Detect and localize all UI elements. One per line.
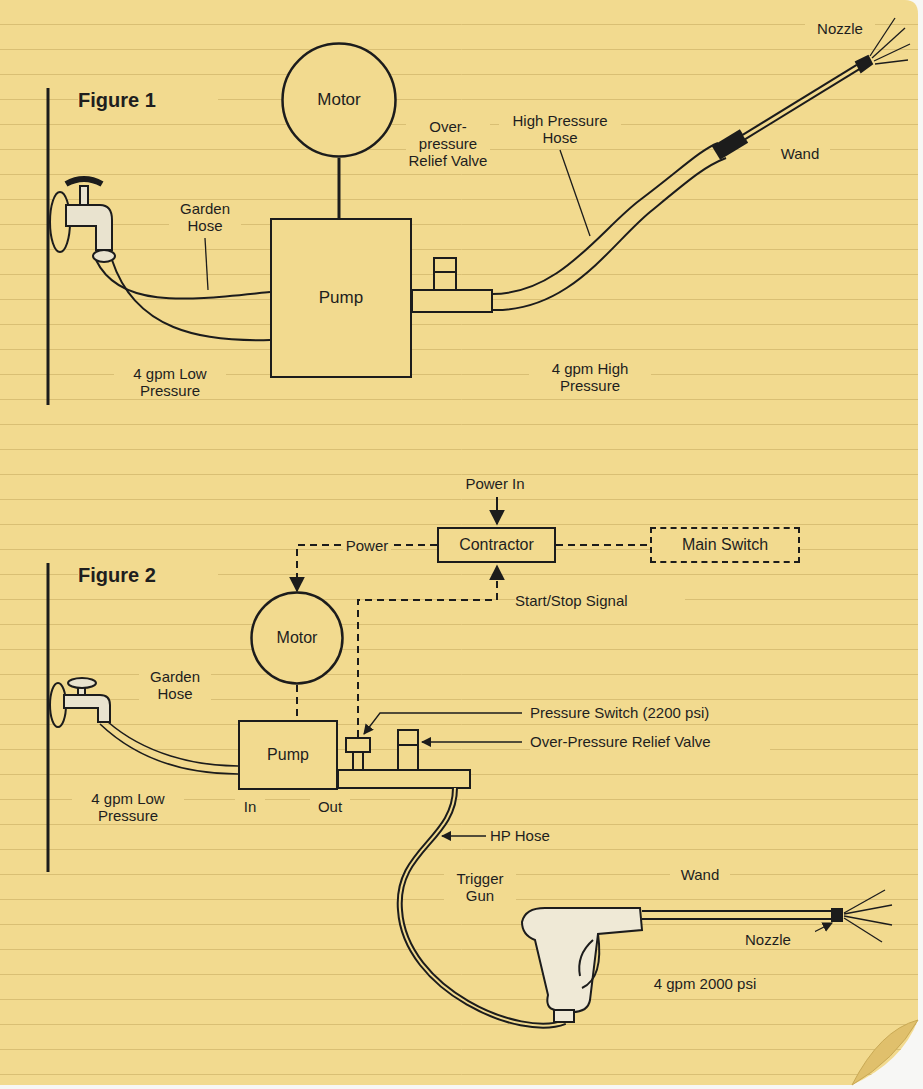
outlet-manifold	[338, 770, 470, 788]
part-label: High Pressure Hose	[499, 112, 621, 146]
high-pressure-hose	[492, 143, 718, 294]
wand	[642, 910, 832, 912]
signal-label: Start/Stop Signal	[515, 592, 685, 609]
wand	[744, 67, 858, 137]
part-label: Wand	[670, 866, 730, 883]
nozzle-tip	[856, 56, 872, 72]
motor-circle: Motor	[250, 591, 344, 685]
wall	[47, 563, 50, 872]
switch-box: Main Switch	[650, 527, 800, 563]
node-text: Motor	[317, 90, 360, 110]
wand	[744, 67, 858, 137]
relief-valve	[434, 258, 456, 290]
faucet-body	[66, 205, 112, 250]
trigger-gun	[522, 908, 642, 1012]
hp-hose	[400, 788, 565, 1026]
connector-label: Power	[343, 537, 392, 554]
part-label: Over-pressure Relief Valve	[406, 118, 490, 169]
relief-valve	[398, 730, 418, 770]
high-pressure-hose	[492, 158, 726, 310]
faucet-handle	[66, 179, 102, 184]
garden-hose	[96, 260, 270, 299]
figure-title: Figure 1	[78, 88, 218, 112]
signal-wire	[358, 566, 497, 737]
port-label: In	[235, 798, 265, 815]
page-curl	[852, 1020, 918, 1085]
leader-line	[205, 238, 208, 290]
part-label: Nozzle	[745, 931, 815, 948]
pressure-switch	[346, 738, 370, 752]
part-label: Garden Hose	[139, 668, 211, 702]
pump-box: Pump	[270, 218, 412, 378]
relief-valve	[398, 744, 418, 746]
garden-hose	[108, 722, 238, 766]
connector	[296, 685, 298, 720]
faucet-body	[64, 695, 110, 722]
pump-box: Pump	[238, 720, 338, 790]
flow-note: 4 gpm Low Pressure	[114, 365, 226, 399]
port-label: Out	[310, 798, 350, 815]
node-text: Contractor	[459, 536, 534, 554]
signal-label: Power In	[450, 475, 540, 492]
part-label: Pressure Switch (2200 psi)	[530, 704, 760, 721]
connector	[338, 158, 341, 218]
power-in-arrow	[496, 497, 498, 524]
leader-line	[422, 741, 522, 742]
garden-hose	[112, 260, 270, 340]
leader-line	[442, 835, 486, 836]
leader-line	[364, 713, 522, 734]
node-text: Main Switch	[682, 536, 768, 554]
node-text: Pump	[267, 746, 309, 764]
pressure-switch	[353, 752, 363, 770]
part-label: Wand	[770, 145, 830, 162]
spray	[844, 890, 892, 942]
trigger	[579, 940, 593, 976]
wall	[47, 88, 50, 405]
part-label: Garden Hose	[169, 200, 241, 234]
spray	[870, 18, 910, 64]
outlet-pipe	[412, 290, 492, 312]
flow-note: 4 gpm High Pressure	[529, 360, 651, 394]
part-label: Over-Pressure Relief Valve	[530, 733, 770, 750]
contactor-box: Contractor	[437, 527, 556, 563]
hp-hose	[400, 788, 565, 1026]
faucet-handle	[68, 678, 96, 688]
nozzle-tip	[832, 909, 842, 921]
figure-2-art	[48, 497, 892, 1026]
faucet-stem	[80, 186, 88, 205]
flow-note: 4 gpm Low Pressure	[72, 790, 184, 824]
node-text: Motor	[277, 629, 318, 647]
part-label: Trigger Gun	[444, 870, 516, 904]
leader-line	[560, 150, 590, 236]
hose-fitting	[554, 1010, 574, 1022]
node-text: Pump	[319, 288, 363, 308]
circle-outline	[252, 593, 343, 684]
figure-title: Figure 2	[78, 563, 218, 587]
wand-collar	[716, 136, 744, 153]
part-label: Nozzle	[805, 20, 875, 37]
flow-note: 4 gpm 2000 psi	[625, 975, 785, 992]
relief-valve	[434, 271, 456, 273]
connector	[556, 544, 650, 546]
part-label: HP Hose	[490, 827, 580, 844]
wand	[642, 918, 832, 920]
figure-1-art	[48, 18, 910, 405]
motor-circle: Motor	[281, 42, 397, 158]
circle-outline	[283, 44, 396, 157]
